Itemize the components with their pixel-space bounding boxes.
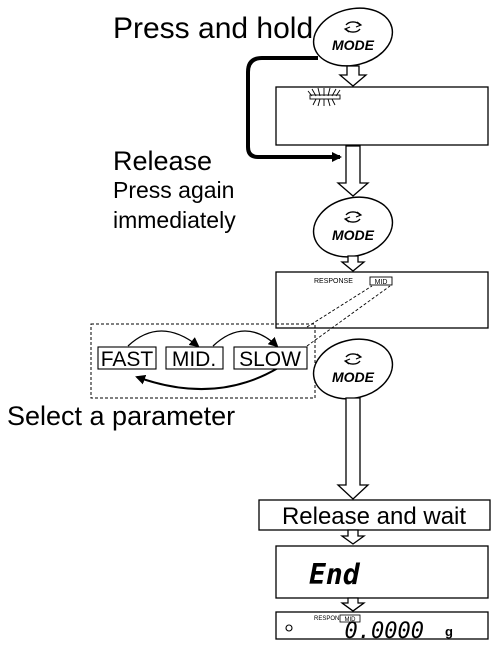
- cycle-arrow-fast-to-mid: [127, 330, 200, 348]
- svg-text:MID.: MID.: [172, 348, 216, 371]
- mode-button-bottom[interactable]: MODE: [307, 331, 399, 407]
- display-end: End: [275, 545, 489, 599]
- release-and-wait-label: Release and wait: [282, 503, 466, 530]
- mode-button-middle[interactable]: MODE: [307, 189, 399, 265]
- option-mid[interactable]: MID.: [165, 346, 224, 371]
- release-and-wait-box: Release and wait: [258, 499, 491, 531]
- stable-indicator-icon: [285, 624, 293, 632]
- blinking-indicator-icon: [307, 87, 341, 107]
- svg-text:FAST: FAST: [101, 348, 154, 371]
- cycle-arrow-icon: [343, 211, 363, 223]
- down-arrow-icon: [336, 397, 370, 500]
- option-fast[interactable]: FAST: [97, 346, 157, 371]
- options-callout: [90, 323, 316, 399]
- display-blinking: [275, 86, 489, 146]
- down-arrow-icon: [340, 597, 366, 612]
- mode-label: MODE: [332, 227, 375, 243]
- unit-label: g: [445, 624, 453, 639]
- press-again-label: Press again: [113, 177, 234, 203]
- cycle-arrow-slow-to-fast: [135, 367, 279, 390]
- select-parameter-label: Select a parameter: [7, 401, 235, 431]
- response-badge: MID: [345, 617, 357, 623]
- immediately-label: immediately: [113, 207, 236, 233]
- down-arrow-icon: [336, 145, 370, 197]
- response-label: RESPONSE: [314, 616, 347, 622]
- response-label: RESPONSE: [314, 278, 353, 285]
- release-label: Release: [113, 146, 212, 176]
- down-arrow-icon: [338, 65, 368, 87]
- cycle-arrow-icon: [343, 21, 363, 33]
- end-text: End: [309, 558, 361, 591]
- press-and-hold-label: Press and hold: [113, 12, 313, 45]
- svg-text:SLOW: SLOW: [239, 348, 301, 371]
- flow-loop-arrow: [246, 56, 342, 162]
- mode-label: MODE: [332, 369, 375, 385]
- cycle-arrow-icon: [343, 353, 363, 365]
- mode-label: MODE: [332, 37, 375, 53]
- display-final: RESPONSE MID 0.0000 g: [275, 611, 489, 644]
- option-slow[interactable]: SLOW: [233, 346, 308, 371]
- display-response-mid: RESPONSE MID: [275, 271, 489, 329]
- weight-value: 0.0000: [345, 619, 424, 641]
- down-arrow-icon: [340, 255, 366, 272]
- mode-button-top[interactable]: MODE: [307, 0, 398, 74]
- response-badge: MID: [375, 279, 388, 286]
- cycle-arrow-mid-to-slow: [212, 330, 279, 348]
- down-arrow-icon: [340, 529, 366, 545]
